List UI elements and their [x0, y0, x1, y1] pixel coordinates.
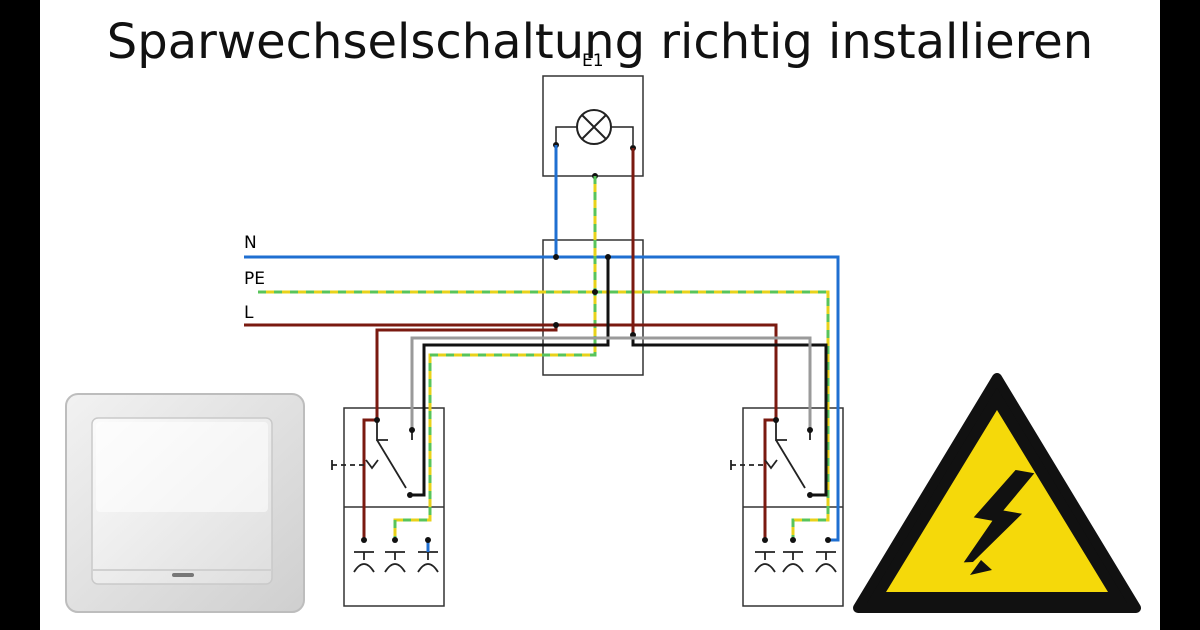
- switch-symbol-left: [331, 417, 415, 498]
- switch-symbol-right: [730, 417, 813, 498]
- terminals-left: [353, 537, 439, 573]
- wire-traveller: [410, 336, 812, 430]
- page-title: Sparwechselschaltung richtig installiere…: [106, 14, 1094, 70]
- switch-box-right: [742, 407, 844, 607]
- wire-switch-leg: [410, 254, 828, 497]
- wire-n: [244, 145, 840, 542]
- junction-box: [542, 239, 644, 376]
- terminals-right: [754, 537, 837, 573]
- conductor-label-pe: PE: [244, 269, 265, 289]
- conductor-label-n: N: [244, 233, 257, 253]
- lamp-label: E1: [582, 51, 604, 71]
- conductor-label-l: L: [244, 303, 254, 323]
- light-switch-photo-icon: [65, 393, 305, 613]
- high-voltage-warning-icon: [853, 373, 1141, 613]
- switch-box-left: [343, 407, 445, 607]
